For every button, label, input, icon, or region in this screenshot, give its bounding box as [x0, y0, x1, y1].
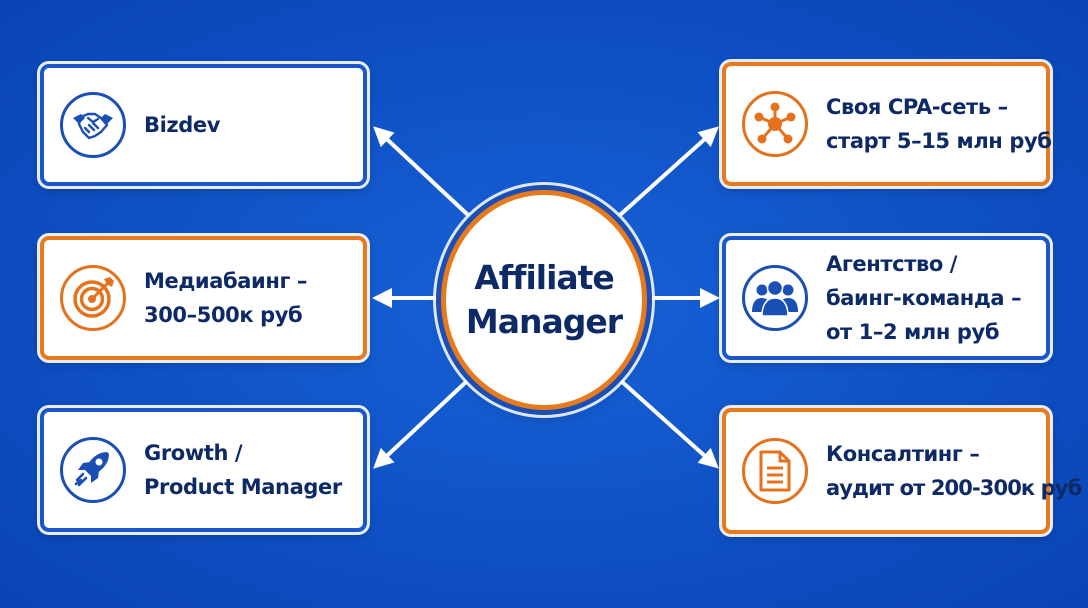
arrow-to-bizdev [373, 126, 470, 217]
agency-line-2: баинг-команда – [826, 286, 1022, 310]
handshake-icon [60, 92, 126, 158]
agency-line-3: от 1–2 млн руб [826, 320, 1000, 344]
card-agency: Агентство / баинг-команда – от 1–2 млн р… [722, 236, 1050, 360]
arrow-to-cpa-network [618, 126, 719, 217]
mediabuying-line-1: Медиабаинг – [144, 269, 308, 293]
center-node-affiliate-manager: Affiliate Manager [441, 190, 647, 410]
growth-label: Growth / Product Manager [144, 436, 342, 504]
center-line-1: Affiliate [474, 258, 615, 297]
consulting-line-2: аудит от 200-300к руб [826, 476, 1082, 500]
cpa-network-line-1: Своя CPA-сеть – [826, 95, 1008, 119]
bizdev-label: Bizdev [144, 108, 220, 142]
mediabuying-label: Медиабаинг – 300–500к руб [144, 264, 307, 332]
card-mediabuying: Медиабаинг – 300–500к руб [40, 236, 367, 360]
mediabuying-line-2: 300–500к руб [144, 303, 303, 327]
consulting-label: Консалтинг – аудит от 200-300к руб [826, 437, 1082, 505]
card-cpa-network: Своя CPA-сеть – старт 5–15 млн руб [722, 62, 1052, 186]
growth-line-2: Product Manager [144, 475, 342, 499]
arrow-to-consulting [618, 378, 719, 469]
agency-line-1: Агентство / [826, 252, 958, 276]
growth-line-1: Growth / [144, 441, 243, 465]
document-icon [742, 438, 808, 504]
consulting-line-1: Консалтинг – [826, 442, 980, 466]
target-icon [60, 265, 126, 331]
cpa-network-label: Своя CPA-сеть – старт 5–15 млн руб [826, 90, 1052, 158]
team-icon [742, 265, 808, 331]
arrow-to-growth [373, 378, 470, 469]
network-icon [742, 91, 808, 157]
agency-label: Агентство / баинг-команда – от 1–2 млн р… [826, 247, 1022, 349]
card-growth: Growth / Product Manager [40, 408, 367, 532]
card-bizdev: Bizdev [40, 64, 367, 186]
rocket-icon [60, 437, 126, 503]
card-consulting: Консалтинг – аудит от 200-300к руб [722, 408, 1082, 534]
center-line-2: Manager [465, 302, 623, 341]
cpa-network-line-2: старт 5–15 млн руб [826, 129, 1052, 153]
bizdev-line-1: Bizdev [144, 113, 220, 137]
